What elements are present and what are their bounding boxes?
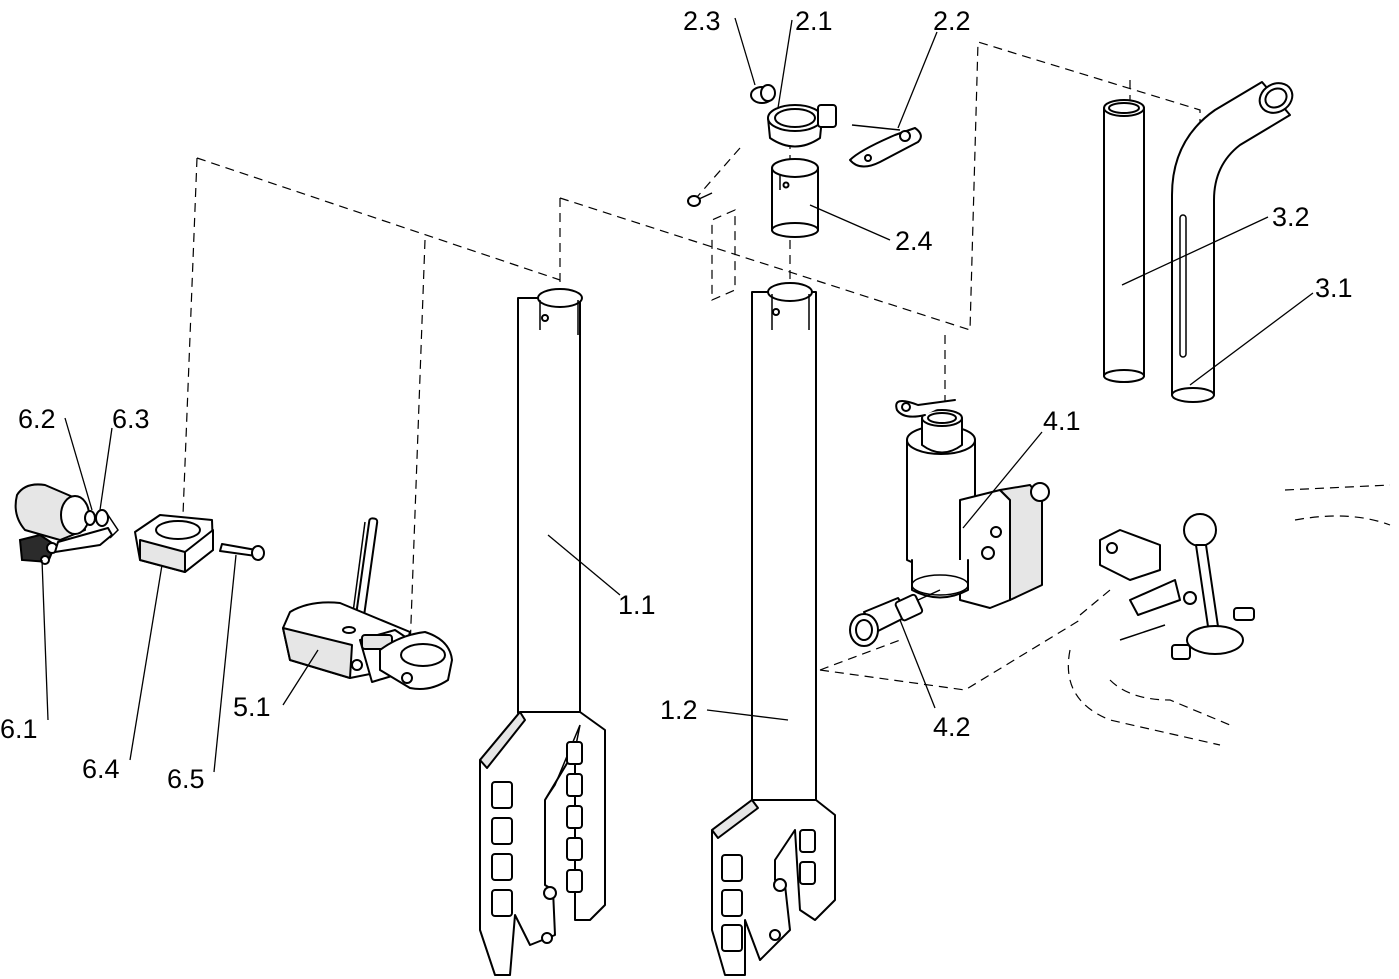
- label-6-5: 6.5: [167, 764, 205, 794]
- label-5-1: 5.1: [233, 692, 271, 722]
- label-6-3: 6.3: [112, 404, 150, 434]
- quick-release-lever-2-2: [849, 124, 922, 168]
- lamp-6-1: [14, 483, 113, 565]
- mount-block-6-4: [134, 514, 214, 573]
- straight-tube-3-2: [1103, 99, 1145, 383]
- label-6-1: 6.1: [0, 714, 38, 744]
- nut-6-3: [95, 509, 119, 539]
- sleeve-2-4: [771, 158, 819, 238]
- label-1-1: 1.1: [618, 590, 656, 620]
- label-2-3: 2.3: [683, 6, 721, 36]
- hinge-block-4-1: [895, 399, 1050, 609]
- clamp-bracket-5-1: [282, 517, 453, 690]
- label-3-2: 3.2: [1272, 202, 1310, 232]
- label-6-4: 6.4: [82, 754, 120, 784]
- frame-section: [1099, 513, 1255, 660]
- label-2-4: 2.4: [895, 226, 933, 256]
- washer-6-2: [84, 510, 96, 526]
- label-1-2: 1.2: [660, 695, 698, 725]
- label-6-2: 6.2: [18, 404, 56, 434]
- bolt-6-5: [219, 543, 265, 561]
- label-4-2: 4.2: [933, 712, 971, 742]
- part-labels: 1.1 1.2 2.1 2.2 2.3 2.4 3.1 3.2 4.1 4.2 …: [0, 6, 1353, 794]
- label-2-1: 2.1: [795, 6, 833, 36]
- fork-tube-1-1: [479, 288, 606, 976]
- label-4-1: 4.1: [1043, 406, 1081, 436]
- clamp-ring-2-1: [767, 104, 837, 148]
- leader-lines: [41, 17, 1314, 773]
- label-2-2: 2.2: [933, 6, 971, 36]
- fork-tube-1-2: [711, 282, 836, 976]
- bolt-2-3: [750, 84, 776, 104]
- locking-pin-4-2: [849, 589, 941, 647]
- bent-tube-3-1: [1171, 81, 1294, 403]
- label-3-1: 3.1: [1315, 273, 1353, 303]
- screw-2-screw: [687, 192, 713, 207]
